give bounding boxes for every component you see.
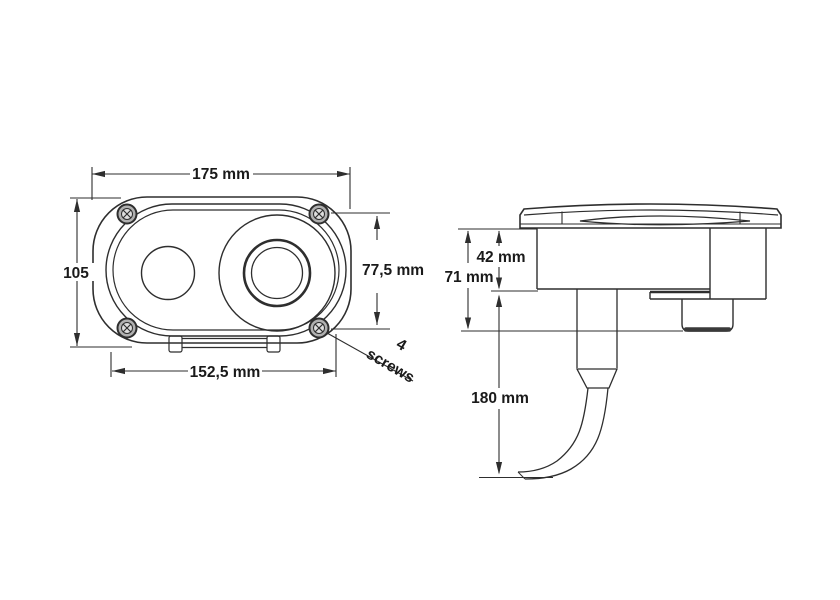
label-screw-span: 77,5 mm — [362, 262, 424, 279]
dim-screw-span — [331, 212, 390, 330]
dim-recess-depth — [495, 230, 503, 290]
cable — [517, 387, 609, 480]
label-screws-word: screws — [363, 346, 417, 387]
front-view-dimensions — [58, 164, 414, 382]
screw-top-right — [308, 203, 330, 225]
dim-total-depth — [464, 230, 472, 330]
label-recess-depth: 42 mm — [476, 249, 525, 266]
screws-leader-line — [326, 332, 414, 382]
side-view-dimensions — [458, 228, 683, 479]
sensor-circle — [140, 245, 196, 301]
flange — [519, 203, 782, 229]
label-screws-count: 4 — [393, 336, 409, 355]
front-view — [92, 196, 352, 353]
rim-inner — [112, 209, 340, 331]
label-overall-height: 105 — [63, 265, 89, 282]
label-total-depth: 71 mm — [444, 269, 493, 286]
dim-overall-width — [91, 164, 351, 209]
screw-bottom-right — [308, 317, 330, 339]
screw-top-left — [116, 203, 138, 225]
lens-ring-circle — [242, 238, 312, 308]
bottom-clip-band — [168, 335, 281, 353]
side-view — [517, 203, 782, 480]
dim-overall-height — [58, 197, 132, 348]
lens-inner-circle — [250, 246, 304, 300]
label-overall-width: 175 mm — [192, 166, 250, 183]
dim-inner-width — [110, 334, 337, 380]
rim-outer — [105, 203, 347, 337]
protrusion — [681, 299, 734, 332]
label-inner-width: 152,5 mm — [190, 364, 261, 381]
lid-lens-shape — [579, 215, 751, 226]
dim-cable-length — [495, 294, 503, 475]
lens-outer-circle — [218, 214, 336, 332]
label-cable-length: 180 mm — [471, 390, 529, 407]
cable-gland — [575, 289, 618, 389]
screw-bottom-left — [116, 317, 138, 339]
side-body — [536, 228, 767, 300]
